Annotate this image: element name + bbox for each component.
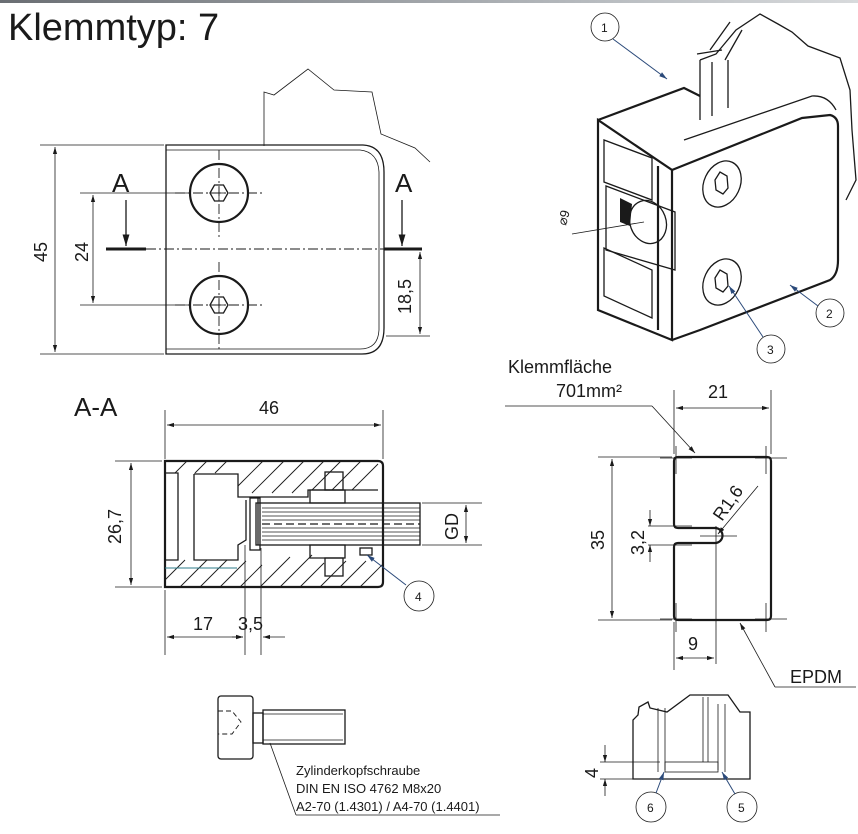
- section-marker-left: A: [112, 168, 130, 198]
- material-label: EPDM: [790, 667, 842, 687]
- dim-radius: R1,6: [709, 482, 747, 525]
- section-marker-right: A: [395, 168, 413, 198]
- balloon-2-label: 2: [826, 307, 833, 321]
- dim-glass-thickness: GD: [442, 513, 462, 540]
- dim-length: 46: [259, 398, 279, 418]
- dim-inner-depth: 17: [193, 614, 213, 634]
- detail-view: 4 6 5: [582, 694, 758, 823]
- balloon-1-label: 1: [601, 21, 608, 35]
- balloon-5-label: 5: [738, 801, 745, 815]
- dim-detail-depth: 4: [582, 768, 602, 778]
- diameter-label: ⌀9: [554, 208, 572, 226]
- glass-panel-outline: [263, 68, 431, 163]
- balloon-4: [403, 580, 435, 612]
- screw-view: Zylinderkopfschraube DIN EN ISO 4762 M8x…: [217, 695, 500, 816]
- balloon-3: [756, 334, 786, 364]
- balloon-5: [726, 791, 758, 823]
- screw-hole-top: [175, 150, 263, 240]
- balloon-6-label: 6: [647, 801, 654, 815]
- dim-section-offset: 18,5: [395, 279, 415, 314]
- dim-hole-spacing: 24: [72, 242, 92, 262]
- balloon-1: [590, 12, 620, 42]
- top-border: [0, 0, 858, 3]
- front-view: A A 45 24 18,5: [31, 68, 431, 355]
- balloon-6: [635, 791, 667, 823]
- balloon-3-label: 3: [767, 343, 774, 357]
- screw-standard: DIN EN ISO 4762 M8x20: [296, 781, 441, 796]
- screw-material: A2-70 (1.4301) / A4-70 (1.4401): [296, 799, 480, 814]
- clamp-area-value: 701mm²: [556, 381, 622, 401]
- dim-pad-width: 21: [708, 382, 728, 402]
- dim-pad-height: 35: [588, 530, 608, 550]
- section-view: A-A: [74, 392, 482, 655]
- dim-slot-depth: 9: [688, 634, 698, 654]
- dim-step: 3,5: [238, 614, 263, 634]
- dim-slot-width: 3,2: [628, 530, 648, 555]
- isometric-view: ⌀9 1 2 3: [554, 12, 857, 364]
- screw-hole-bottom: [175, 262, 263, 352]
- drawing-title: Klemmtyp: 7: [8, 7, 219, 49]
- clamp-body-outline: [165, 144, 385, 355]
- balloon-4-label: 4: [415, 590, 422, 604]
- balloon-2: [815, 298, 845, 328]
- clamp-area-label: Klemmfläche: [508, 357, 612, 377]
- dim-height-total: 45: [31, 242, 51, 262]
- dim-height: 26,7: [105, 509, 125, 544]
- section-label: A-A: [74, 392, 118, 422]
- screw-name: Zylinderkopfschraube: [296, 763, 420, 778]
- clamp-pad-view: Klemmfläche 701mm² 21 35 3,2 R1,6: [505, 357, 856, 688]
